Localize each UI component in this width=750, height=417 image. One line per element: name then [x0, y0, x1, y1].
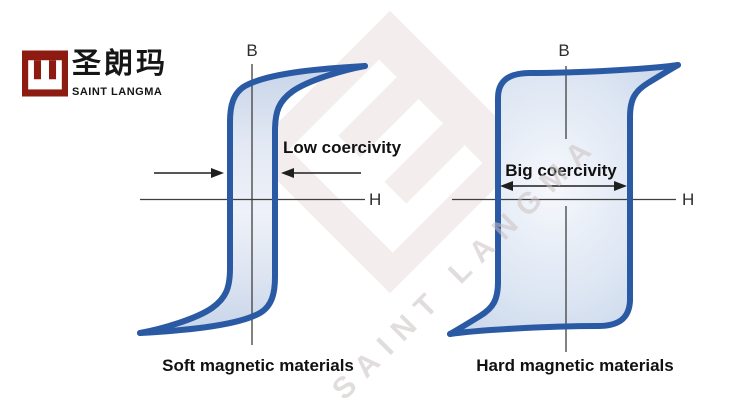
hard-diagram: [447, 62, 681, 352]
hard-h-axis-label: H: [682, 190, 695, 209]
soft-loop-ascending-branch: [137, 63, 368, 336]
soft-diagram: [137, 63, 368, 345]
soft-caption: Soft magnetic materials: [162, 356, 354, 375]
soft-h-axis-label: H: [369, 190, 382, 209]
big-coercivity-annotation: Big coercivity: [505, 161, 617, 180]
logo-mark-icon: [22, 50, 68, 97]
coercivity-arrow-right-icon: [154, 168, 224, 178]
big-coercivity-double-arrow-icon: [500, 181, 627, 191]
hard-caption: Hard magnetic materials: [476, 356, 674, 375]
logo-chinese-name: 圣朗玛: [72, 46, 169, 80]
logo-latin-name: SAINT LANGMA: [72, 86, 163, 98]
low-coercivity-annotation: Low coercivity: [282, 138, 402, 157]
hard-loop-descending-branch: [447, 62, 681, 337]
hard-loop-ascending-branch: [447, 62, 681, 337]
soft-loop-descending-branch: [137, 63, 368, 336]
coercivity-arrow-left-icon: [281, 168, 361, 178]
hard-b-axis-label: B: [558, 41, 570, 60]
soft-b-axis-label: B: [246, 41, 258, 60]
